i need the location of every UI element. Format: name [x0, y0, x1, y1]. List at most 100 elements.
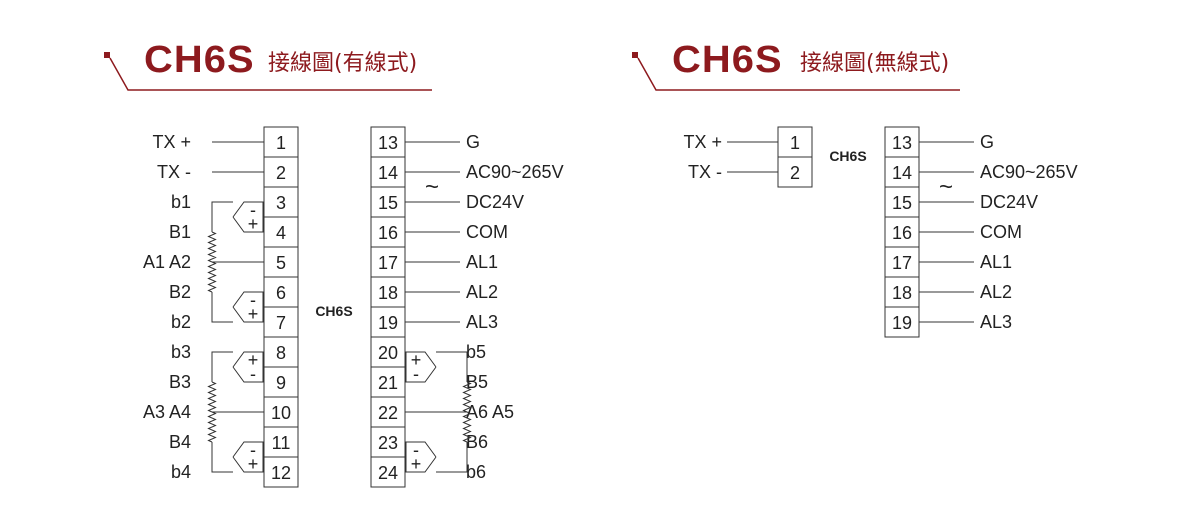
wireless-right-terminal-number: 18 [892, 283, 912, 303]
right-terminal-number: 19 [378, 313, 398, 333]
thermocouple-symbol [232, 351, 264, 383]
thermocouple-symbol [232, 291, 264, 323]
left-terminal-number: 10 [271, 403, 291, 423]
wireless-right-signal-label: DC24V [980, 192, 1038, 212]
right-terminal-number: 22 [378, 403, 398, 423]
wireless-right-signal-label: AL1 [980, 252, 1012, 272]
wireless-right-terminal-cell [884, 246, 920, 278]
left-terminal-cell [263, 306, 299, 338]
bus-wire [436, 442, 468, 473]
left-terminal-number: 2 [276, 163, 286, 183]
right-terminal-number: 21 [378, 373, 398, 393]
left-terminal-cell [263, 276, 299, 308]
thermocouple-symbol-top-sign: + [248, 350, 259, 370]
left-signal-label: A1 A2 [143, 252, 191, 272]
resistor-symbol [207, 381, 217, 413]
right-signal-label: AL2 [466, 282, 498, 302]
right-signal-label: b5 [466, 342, 486, 362]
right-terminal-number: 15 [378, 193, 398, 213]
right-terminal-number: 23 [378, 433, 398, 453]
right-signal-label: AL1 [466, 252, 498, 272]
right-terminal-number: 16 [378, 223, 398, 243]
thermocouple-symbol-bottom-sign: + [248, 454, 259, 474]
bus-wire [211, 292, 233, 323]
wireless-right-terminal-number: 17 [892, 253, 912, 273]
left-terminal-number: 5 [276, 253, 286, 273]
thermocouple-symbol-bottom-sign: - [250, 364, 256, 384]
left-terminal-cell [263, 456, 299, 488]
left-terminal-cell [263, 396, 299, 428]
power-tilde: ~ [425, 174, 439, 201]
right-terminal-number: 13 [378, 133, 398, 153]
wireless-right-terminal-number: 16 [892, 223, 912, 243]
header-right-mark [632, 52, 638, 58]
wireless-right-terminal-cell [884, 126, 920, 158]
left-wiring: 123456789101112131415161718192021222324C… [143, 126, 564, 488]
wireless-left-terminal-cell [777, 156, 813, 188]
resistor-symbol [207, 261, 217, 293]
wireless-right-terminal-number: 13 [892, 133, 912, 153]
right-terminal-number: 18 [378, 283, 398, 303]
left-terminal-number: 11 [272, 433, 291, 453]
right-terminal-number: 24 [378, 463, 398, 483]
left-signal-label: b4 [171, 462, 191, 482]
wireless-right-terminal-cell [884, 156, 920, 188]
thermocouple-symbol-bottom-sign: - [413, 364, 419, 384]
wireless-right-terminal-number: 15 [892, 193, 912, 213]
wireless-left-signal-label: TX - [688, 162, 722, 182]
right-signal-label: AC90~265V [466, 162, 564, 182]
thermocouple-symbol-top-sign: - [250, 440, 256, 460]
bus-wire [211, 201, 233, 232]
device-label: CH6S [315, 303, 352, 319]
wireless-right-signal-label: COM [980, 222, 1022, 242]
thermocouple-symbol-bottom-sign: + [411, 454, 422, 474]
wireless-left-terminal-number: 1 [790, 133, 800, 153]
thermocouple-symbol-bottom-sign: + [248, 214, 259, 234]
left-signal-label: b3 [171, 342, 191, 362]
left-signal-label: b1 [171, 192, 191, 212]
left-terminal-number: 4 [276, 223, 286, 243]
left-signal-label: b2 [171, 312, 191, 332]
left-signal-label: B2 [169, 282, 191, 302]
wireless-device-label: CH6S [829, 148, 866, 164]
thermocouple-symbol [232, 201, 264, 233]
thermocouple-symbol [405, 441, 437, 473]
left-terminal-cell [263, 336, 299, 368]
right-terminal-cell [370, 246, 406, 278]
left-terminal-number: 6 [276, 283, 286, 303]
wireless-right-terminal-number: 14 [892, 163, 912, 183]
left-signal-label: B3 [169, 372, 191, 392]
right-signal-label: COM [466, 222, 508, 242]
header-right-subtitle: 接線圖(無線式) [800, 51, 950, 76]
right-signal-label: AL3 [466, 312, 498, 332]
header-left: CH6S 接線圖(有線式) [0, 40, 600, 80]
right-terminal-number: 17 [378, 253, 398, 273]
left-terminal-number: 1 [276, 133, 286, 153]
left-signal-label: TX - [157, 162, 191, 182]
thermocouple-symbol-top-sign: - [250, 200, 256, 220]
thermocouple-symbol-top-sign: + [411, 350, 422, 370]
left-terminal-number: 7 [276, 313, 286, 333]
wireless-left-terminal-number: 2 [790, 163, 800, 183]
left-terminal-cell [263, 246, 299, 278]
right-terminal-cell [370, 216, 406, 248]
header-right-title: CH6S [672, 39, 783, 81]
left-terminal-number: 9 [276, 373, 286, 393]
right-signal-label: b6 [466, 462, 486, 482]
resistor-symbol [462, 381, 472, 413]
wireless-right-signal-label: AL3 [980, 312, 1012, 332]
right-signal-label: B6 [466, 432, 488, 452]
left-terminal-number: 8 [276, 343, 286, 363]
thermocouple-symbol [405, 351, 437, 383]
wireless-right-signal-label: AL2 [980, 282, 1012, 302]
right-terminal-number: 14 [378, 163, 398, 183]
left-signal-label: A3 A4 [143, 402, 191, 422]
left-signal-label: TX + [152, 132, 191, 152]
bus-wire [211, 351, 233, 382]
header-left-underline [109, 57, 432, 91]
left-terminal-number: 3 [276, 193, 286, 213]
right-signal-label: G [466, 132, 480, 152]
bus-wire [211, 442, 233, 473]
right-terminal-cell [370, 426, 406, 458]
